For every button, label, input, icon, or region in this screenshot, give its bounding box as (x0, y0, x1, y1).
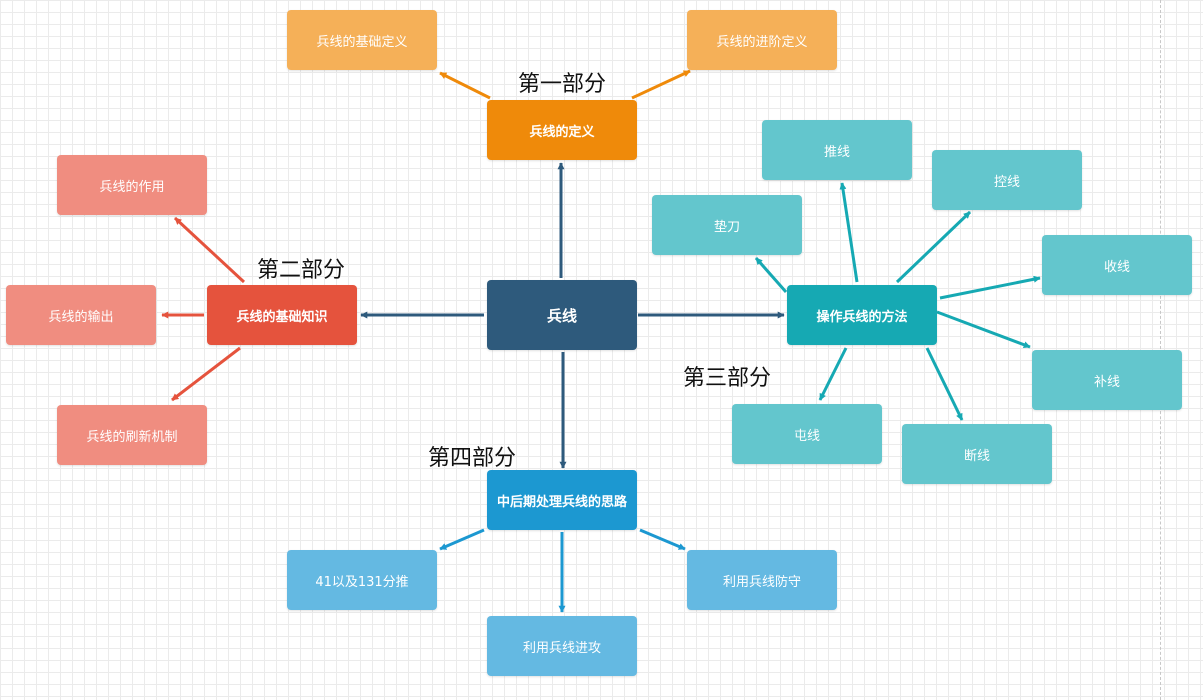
section-label-part3: 第三部分 (683, 366, 772, 391)
part4-child-node[interactable]: 利用兵线防守 (687, 550, 837, 610)
part3-child-node[interactable]: 垫刀 (652, 195, 802, 255)
edge-part2-to-child (173, 216, 246, 284)
edge-part4-to-child (639, 528, 686, 551)
part3-child-node[interactable]: 屯线 (732, 404, 882, 464)
part4-child-node[interactable]: 41以及131分推 (287, 550, 437, 610)
part1-main-node[interactable]: 兵线的定义 (487, 100, 637, 160)
edge-part3-to-child (818, 347, 848, 401)
edge-part4-to-child (439, 528, 485, 551)
part3-child-node[interactable]: 断线 (902, 424, 1052, 484)
section-label-part4: 第四部分 (428, 446, 517, 471)
part2-main-node[interactable]: 兵线的基础知识 (207, 285, 357, 345)
edge-part3-to-child (925, 347, 964, 421)
part3-child-node[interactable]: 控线 (932, 150, 1082, 210)
part3-child-node[interactable]: 收线 (1042, 235, 1192, 295)
edge-part3-to-child (936, 310, 1031, 349)
part1-child-node[interactable]: 兵线的基础定义 (287, 10, 437, 70)
section-label-part2: 第二部分 (257, 258, 346, 283)
edge-part3-to-child (939, 275, 1041, 300)
edge-part3-to-child (754, 257, 788, 293)
edge-part1-to-child (439, 71, 491, 100)
part3-main-node[interactable]: 操作兵线的方法 (787, 285, 937, 345)
part2-child-node[interactable]: 兵线的刷新机制 (57, 405, 207, 465)
edge-part2-to-child (171, 346, 241, 402)
part1-child-node[interactable]: 兵线的进阶定义 (687, 10, 837, 70)
part4-main-node[interactable]: 中后期处理兵线的思路 (487, 470, 637, 530)
edge-part1-to-child (631, 69, 691, 100)
part3-child-node[interactable]: 补线 (1032, 350, 1182, 410)
part2-child-node[interactable]: 兵线的作用 (57, 155, 207, 215)
edge-part3-to-child (895, 210, 972, 284)
edge-part3-to-child (839, 182, 859, 283)
part2-child-node[interactable]: 兵线的输出 (6, 285, 156, 345)
root-node[interactable]: 兵线 (487, 280, 637, 350)
section-label-part1: 第一部分 (518, 72, 607, 97)
part3-child-node[interactable]: 推线 (762, 120, 912, 180)
part4-child-node[interactable]: 利用兵线进攻 (487, 616, 637, 676)
